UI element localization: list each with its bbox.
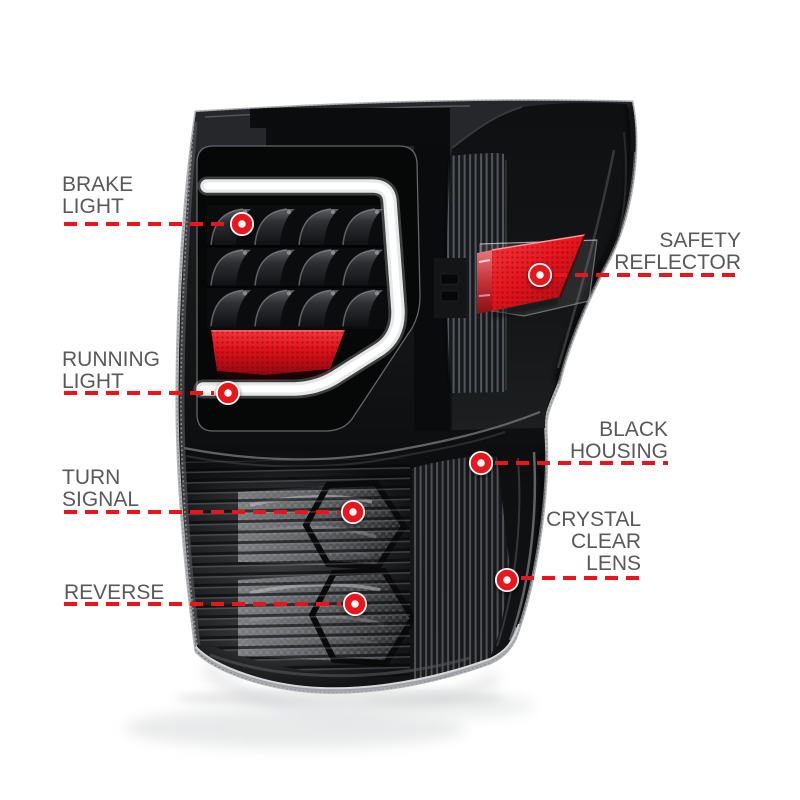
- running-light-label-line2: LIGHT: [62, 370, 124, 393]
- trim-stipple: [176, 100, 637, 693]
- black-housing-label-line2: HOUSING: [569, 440, 668, 463]
- running-light-bar: [193, 176, 408, 399]
- dot-turn-signal: [341, 500, 365, 524]
- black-housing-label-line1: BLACK: [599, 418, 668, 441]
- lens-ribs: [181, 458, 410, 677]
- callout-safety-reflector: SAFETY REFLECTOR: [614, 230, 741, 274]
- turn-signal-label-line2: SIGNAL: [62, 488, 140, 511]
- running-light-label-line1: RUNNING: [62, 348, 160, 371]
- crystal-clear-lens-label-line1: CRYSTAL: [546, 508, 641, 531]
- callout-black-housing: BLACK HOUSING: [570, 419, 668, 463]
- brake-light-label-line1: BRAKE: [62, 173, 134, 196]
- dot-running-light: [216, 381, 240, 405]
- crystal-clear-lens-label-line3: LENS: [586, 552, 641, 575]
- floor-reflection: [125, 664, 535, 748]
- reverse-label-line1: REVERSE: [64, 581, 165, 604]
- housing-ribs-lower: [412, 456, 509, 683]
- callout-lines: [64, 222, 740, 606]
- dot-safety-reflector: [528, 263, 552, 287]
- callout-brake-light: BRAKE LIGHT: [62, 174, 133, 218]
- callout-crystal-clear-lens: CRYSTAL CLEAR LENS: [546, 509, 641, 575]
- running-light-reflector: [211, 330, 345, 382]
- safety-reflector-label-line1: SAFETY: [659, 229, 741, 252]
- callout-reverse: REVERSE: [64, 582, 164, 604]
- dot-black-housing: [469, 451, 493, 475]
- crystal-clear-lens-label-line2: CLEAR: [570, 530, 641, 553]
- brake-light-label-line2: LIGHT: [62, 195, 124, 218]
- safety-reflector-label-line2: REFLECTOR: [614, 251, 741, 274]
- led-module: [193, 145, 421, 432]
- dot-crystal-clear-lens: [495, 568, 519, 592]
- dot-reverse: [343, 592, 367, 616]
- callout-turn-signal: TURN SIGNAL: [62, 467, 139, 511]
- callout-running-light: RUNNING LIGHT: [62, 349, 160, 393]
- turn-signal-label-line1: TURN: [62, 466, 121, 489]
- callout-dots: [216, 212, 552, 616]
- dot-brake-light: [230, 212, 254, 236]
- housing-ribs-upper: [445, 152, 508, 393]
